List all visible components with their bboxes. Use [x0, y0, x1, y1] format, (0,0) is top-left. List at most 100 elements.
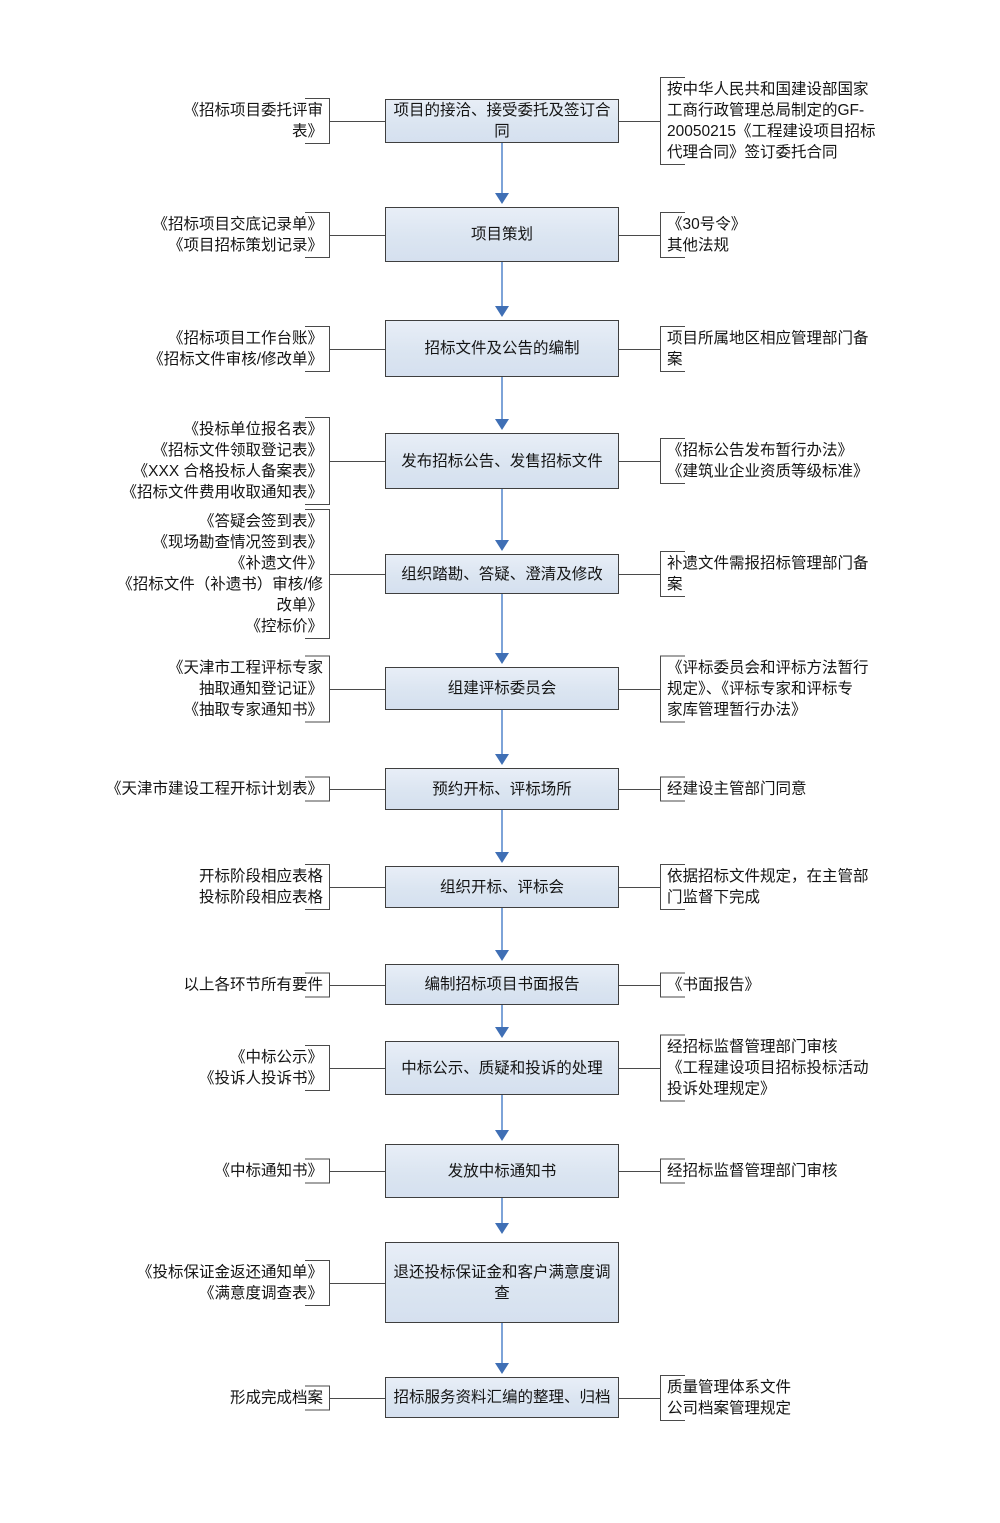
- right-annotation: 《书面报告》: [660, 972, 760, 997]
- down-arrow: [495, 710, 509, 765]
- arrow-head-icon: [495, 1027, 509, 1038]
- left-annotation-text: 形成完成档案: [229, 1389, 323, 1406]
- process-box-label: 组建评标委员会: [447, 680, 557, 697]
- left-annotation: 《答疑会签到表》 《现场勘查情况签到表》 《补遗文件》 《招标文件（补遗书）审核…: [117, 509, 330, 639]
- flow-row: 《天津市建设工程开标计划表》 预约开标、评标场所 经建设主管部门同意: [0, 768, 1000, 810]
- arrow-shaft: [501, 710, 503, 754]
- connector-line: [619, 574, 660, 575]
- process-box-label: 编制招标项目书面报告: [424, 976, 580, 993]
- left-annotation-text: 《中标公示》 《投诉人投诉书》: [198, 1049, 323, 1087]
- process-box: 组建评标委员会: [385, 667, 619, 710]
- process-box: 编制招标项目书面报告: [385, 964, 619, 1005]
- right-annotation-text: 按中华人民共和国建设部国家 工商行政管理总局制定的GF- 20050215《工程…: [667, 81, 876, 161]
- connector-line: [330, 461, 385, 462]
- process-box-label: 招标服务资料汇编的整理、归档: [393, 1389, 611, 1406]
- process-box: 组织踏勘、答疑、澄清及修改: [385, 554, 619, 594]
- left-annotation-text: 《答疑会签到表》 《现场勘查情况签到表》 《补遗文件》 《招标文件（补遗书）审核…: [117, 513, 323, 635]
- arrow-shaft: [501, 1323, 503, 1363]
- arrow-shaft: [501, 489, 503, 540]
- right-annotation: 经招标监督管理部门审核: [660, 1158, 838, 1184]
- down-arrow: [495, 489, 509, 551]
- right-annotation: 经建设主管部门同意: [660, 776, 807, 802]
- process-box: 招标服务资料汇编的整理、归档: [385, 1377, 619, 1418]
- process-box-label: 组织开标、评标会: [439, 878, 564, 896]
- connector-line: [330, 121, 385, 122]
- right-annotation-text: 经招标监督管理部门审核: [667, 1162, 838, 1180]
- down-arrow: [495, 1323, 509, 1374]
- arrow-head-icon: [495, 653, 509, 664]
- arrow-shaft: [501, 810, 503, 852]
- connector-line: [330, 688, 385, 690]
- connector-line: [330, 789, 385, 790]
- arrow-head-icon: [495, 419, 509, 430]
- arrow-shaft: [501, 1095, 503, 1130]
- flow-row: 《中标通知书》 发放中标通知书 经招标监督管理部门审核: [0, 1144, 1000, 1198]
- right-annotation: 《招标公告发布暂行办法》 《建筑业企业资质等级标准》: [660, 438, 869, 484]
- down-arrow: [495, 143, 509, 204]
- process-box: 中标公示、质疑和投诉的处理: [385, 1041, 619, 1095]
- connector-line: [619, 789, 660, 790]
- left-annotation: 《天津市工程评标专家 抽取通知登记证》 《抽取专家通知书》: [168, 655, 330, 722]
- arrow-head-icon: [495, 1223, 509, 1234]
- arrow-head-icon: [495, 306, 509, 317]
- left-annotation: 《招标项目工作台账》 《招标文件审核/修改单》: [148, 325, 330, 372]
- flow-row: 《投标单位报名表》 《招标文件领取登记表》 《XXX 合格投标人备案表》 《招标…: [0, 417, 1000, 505]
- flow-row: 《答疑会签到表》 《现场勘查情况签到表》 《补遗文件》 《招标文件（补遗书）审核…: [0, 509, 1000, 639]
- connector-line: [619, 688, 660, 690]
- connector-line: [330, 984, 385, 986]
- connector-line: [619, 234, 660, 236]
- right-annotation-text: 《书面报告》: [667, 976, 761, 993]
- down-arrow: [495, 908, 509, 961]
- left-annotation-text: 《招标项目交底记录单》 《项目招标策划记录》: [152, 215, 323, 254]
- left-annotation: 以上各环节所有要件: [183, 972, 330, 997]
- connector-line: [330, 1171, 385, 1172]
- left-annotation: 开标阶段相应表格 投标阶段相应表格: [199, 864, 330, 910]
- right-annotation-text: 《30号令》 其他法规: [667, 215, 747, 254]
- flow-row: 《招标项目委托评审 表》 项目的接洽、接受委托及签订合同 按中华人民共和国建设部…: [0, 77, 1000, 165]
- right-annotation: 《评标委员会和评标方法暂行 规定》、《评标专家和评标专 家库管理暂行办法》: [660, 655, 869, 722]
- arrow-shaft: [501, 143, 503, 193]
- down-arrow: [495, 1198, 509, 1234]
- flow-row: 《天津市工程评标专家 抽取通知登记证》 《抽取专家通知书》 组建评标委员会 《评…: [0, 655, 1000, 722]
- process-box-label: 退还投标保证金和客户满意度调查: [393, 1263, 611, 1302]
- right-annotation-text: 经招标监督管理部门审核 《工程建设项目招标投标活动 投诉处理规定》: [667, 1038, 869, 1098]
- arrow-head-icon: [495, 540, 509, 551]
- down-arrow: [495, 262, 509, 317]
- right-annotation: 经招标监督管理部门审核 《工程建设项目招标投标活动 投诉处理规定》: [660, 1034, 869, 1102]
- connector-line: [619, 461, 660, 462]
- arrow-head-icon: [495, 852, 509, 863]
- arrow-shaft: [501, 377, 503, 419]
- process-box: 发布招标公告、发售招标文件: [385, 433, 619, 489]
- process-box: 项目的接洽、接受委托及签订合同: [385, 99, 619, 143]
- process-box: 发放中标通知书: [385, 1144, 619, 1198]
- arrow-shaft: [501, 262, 503, 306]
- connector-line: [619, 887, 660, 888]
- process-box: 退还投标保证金和客户满意度调查: [385, 1242, 619, 1323]
- flow-row: 《投标保证金返还通知单》 《满意度调查表》 退还投标保证金和客户满意度调查: [0, 1242, 1000, 1323]
- process-box-label: 招标文件及公告的编制: [424, 340, 580, 357]
- process-box-label: 发布招标公告、发售招标文件: [401, 452, 603, 470]
- left-annotation: 《中标通知书》: [214, 1158, 330, 1184]
- process-box: 招标文件及公告的编制: [385, 320, 619, 377]
- process-box: 组织开标、评标会: [385, 866, 619, 908]
- connector-line: [330, 1397, 385, 1399]
- connector-line: [619, 348, 660, 350]
- connector-line: [330, 1068, 385, 1069]
- right-annotation: 《30号令》 其他法规: [660, 211, 747, 258]
- down-arrow: [495, 1095, 509, 1141]
- right-annotation-text: 项目所属地区相应管理部门备 案: [667, 329, 869, 368]
- arrow-head-icon: [495, 193, 509, 204]
- process-box-label: 中标公示、质疑和投诉的处理: [401, 1059, 603, 1077]
- right-annotation-text: 质量管理体系文件 公司档案管理规定: [667, 1378, 792, 1417]
- right-annotation: 质量管理体系文件 公司档案管理规定: [660, 1374, 792, 1421]
- process-box-label: 组织踏勘、答疑、澄清及修改: [401, 565, 603, 583]
- right-annotation-text: 依据招标文件规定，在主管部 门监督下完成: [667, 868, 869, 906]
- arrow-shaft: [501, 908, 503, 950]
- connector-line: [330, 1282, 385, 1284]
- down-arrow: [495, 810, 509, 863]
- arrow-head-icon: [495, 950, 509, 961]
- arrow-shaft: [501, 594, 503, 653]
- connector-line: [330, 887, 385, 888]
- flow-row: 《招标项目交底记录单》 《项目招标策划记录》 项目策划 《30号令》 其他法规: [0, 207, 1000, 262]
